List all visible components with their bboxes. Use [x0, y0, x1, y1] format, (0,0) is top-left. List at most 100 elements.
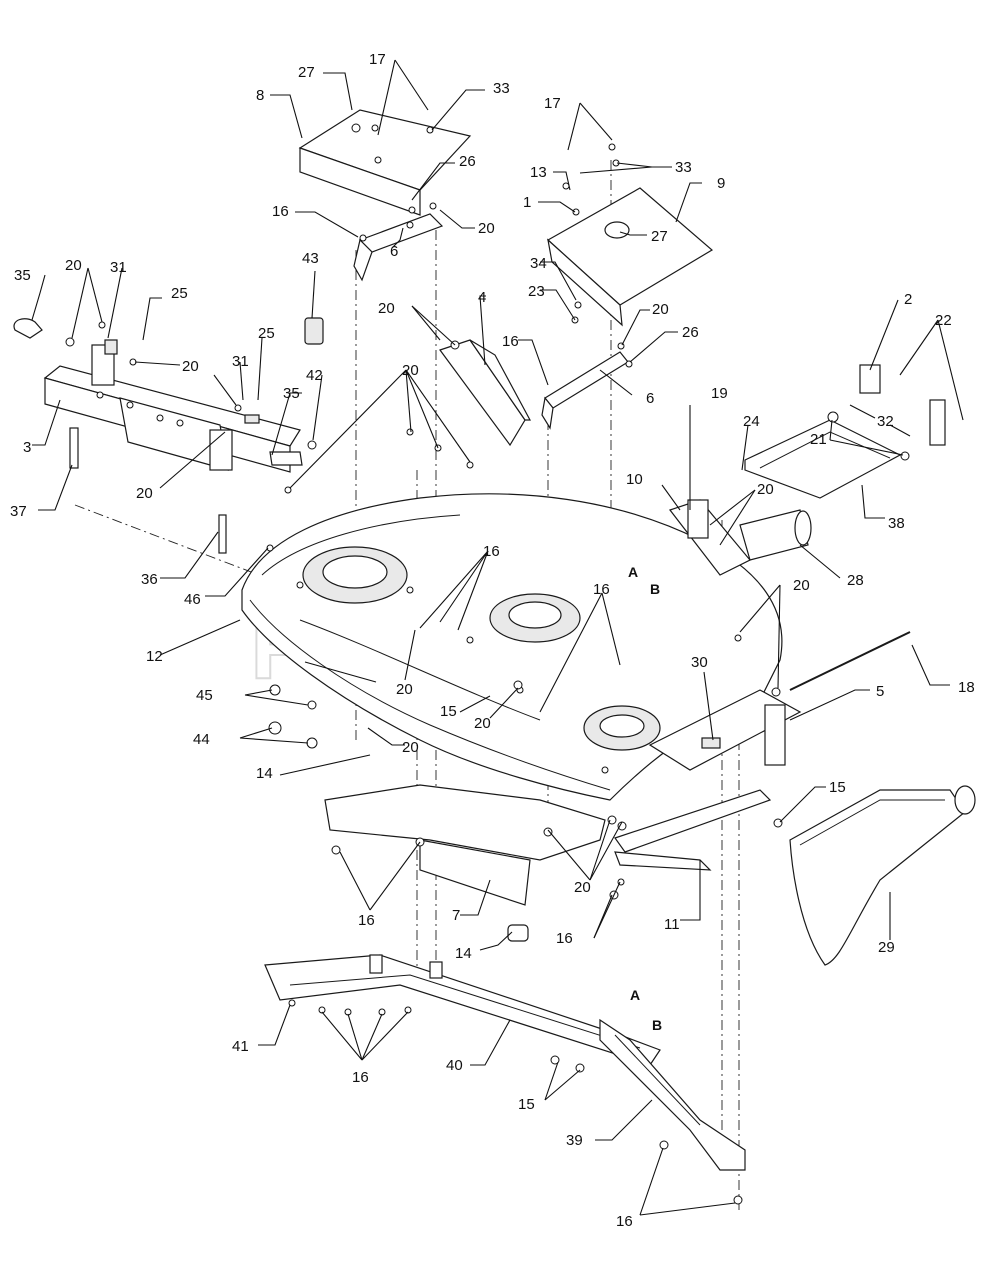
callout-16: 16	[593, 581, 610, 598]
callout-28: 28	[847, 572, 864, 589]
callout-11: 11	[664, 916, 680, 933]
callout-2: 2	[904, 291, 912, 308]
callout-30: 30	[691, 654, 708, 671]
callout-22: 22	[935, 312, 952, 329]
section-mark-a: A	[630, 987, 640, 1003]
callout-17: 17	[369, 51, 386, 68]
callout-20: 20	[182, 358, 199, 375]
callout-25: 25	[258, 325, 275, 342]
callout-23: 23	[528, 283, 545, 300]
callout-20: 20	[478, 220, 495, 237]
callout-4: 4	[478, 289, 486, 306]
callout-40: 40	[446, 1057, 463, 1074]
bracket-part-4	[439, 339, 532, 447]
callout-16: 16	[358, 912, 375, 929]
callout-36: 36	[141, 571, 158, 588]
callout-15: 15	[518, 1096, 535, 1113]
callout-27: 27	[298, 64, 315, 81]
callout-20: 20	[65, 257, 82, 274]
callout-9: 9	[717, 175, 725, 192]
callout-8: 8	[256, 87, 264, 104]
arm-part-11	[614, 789, 772, 871]
section-mark-b: B	[650, 581, 660, 597]
callout-24: 24	[743, 413, 760, 430]
callout-16: 16	[616, 1213, 633, 1230]
callout-20: 20	[757, 481, 774, 498]
callout-16: 16	[502, 333, 519, 350]
hardware	[13, 124, 783, 1205]
callout-27: 27	[651, 228, 668, 245]
callout-5: 5	[876, 683, 884, 700]
callout-14: 14	[455, 945, 472, 962]
callout-20: 20	[378, 300, 395, 317]
belt-shield-part-29	[789, 785, 976, 966]
callout-44: 44	[193, 731, 210, 748]
callout-35: 35	[283, 385, 300, 402]
callout-32: 32	[877, 413, 894, 430]
belt-cover-part-9	[546, 187, 714, 327]
callout-25: 25	[171, 285, 188, 302]
roller-part-28	[739, 509, 812, 561]
callout-45: 45	[196, 687, 213, 704]
callout-12: 12	[146, 648, 163, 665]
callout-16: 16	[483, 543, 500, 560]
callout-20: 20	[402, 362, 419, 379]
callout-42: 42	[306, 367, 323, 384]
bracket-part-6-right	[541, 351, 629, 430]
callout-6: 6	[390, 243, 398, 260]
callouts: 17 27 33 8 26 16 20 6 43 17 33 13 9 1 27…	[10, 51, 975, 1230]
callout-15: 15	[829, 779, 846, 796]
callout-17: 17	[544, 95, 561, 112]
callout-20: 20	[474, 715, 491, 732]
callout-20: 20	[793, 577, 810, 594]
callout-1: 1	[523, 194, 531, 211]
callout-13: 13	[530, 164, 547, 181]
callout-19: 19	[711, 385, 728, 402]
callout-21: 21	[810, 431, 827, 448]
callout-16: 16	[352, 1069, 369, 1086]
callout-41: 41	[232, 1038, 249, 1055]
callout-7: 7	[452, 907, 460, 924]
callout-38: 38	[888, 515, 905, 532]
callout-14: 14	[256, 765, 273, 782]
callout-34: 34	[530, 255, 547, 272]
callout-31: 31	[232, 353, 249, 370]
side-bracket-part-5	[648, 689, 802, 771]
callout-33: 33	[493, 80, 510, 97]
callout-46: 46	[184, 591, 201, 608]
callout-29: 29	[878, 939, 895, 956]
callout-33: 33	[675, 159, 692, 176]
bracket-part-6-left	[353, 213, 444, 282]
callout-20: 20	[652, 301, 669, 318]
callout-39: 39	[566, 1132, 583, 1149]
callout-15: 15	[440, 703, 457, 720]
callout-20: 20	[136, 485, 153, 502]
callout-35: 35	[14, 267, 31, 284]
callout-20: 20	[574, 879, 591, 896]
callout-31: 31	[110, 259, 127, 276]
callout-43: 43	[302, 250, 319, 267]
mower-deck-shell	[241, 493, 783, 801]
fitting-part-43	[304, 317, 324, 345]
callout-16: 16	[556, 930, 573, 947]
callout-20: 20	[396, 681, 413, 698]
leader-lines	[31, 59, 964, 1216]
lower-arm-part-39	[599, 1018, 746, 1171]
belt-guard-part-7	[324, 784, 606, 942]
callout-10: 10	[626, 471, 643, 488]
callout-6: 6	[646, 390, 654, 407]
callout-26: 26	[682, 324, 699, 341]
callout-26: 26	[459, 153, 476, 170]
callout-37: 37	[10, 503, 27, 520]
section-mark-a: A	[628, 564, 638, 580]
rod-part-18	[789, 631, 911, 691]
callout-18: 18	[958, 679, 975, 696]
callout-20: 20	[402, 739, 419, 756]
pins	[69, 427, 227, 554]
callout-3: 3	[23, 439, 31, 456]
section-mark-b: B	[652, 1017, 662, 1033]
lift-arm-part-38	[744, 364, 946, 499]
callout-16: 16	[272, 203, 289, 220]
lower-arm-part-40	[264, 954, 661, 1066]
